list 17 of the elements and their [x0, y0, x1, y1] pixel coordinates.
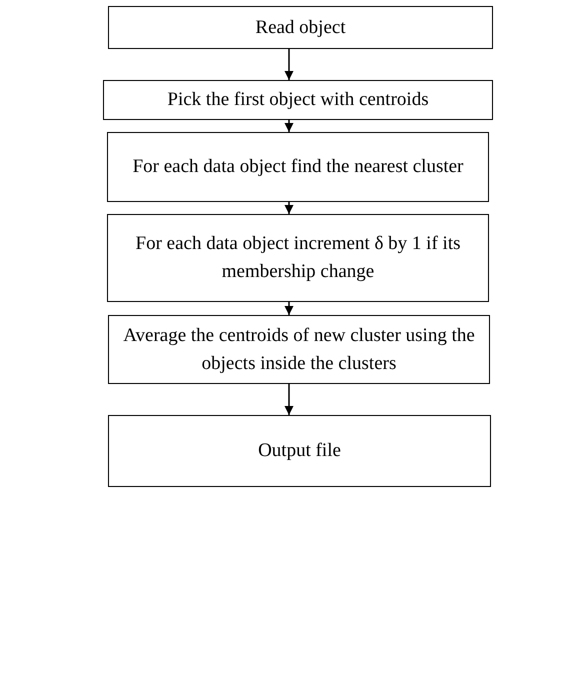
- arrow: [284, 302, 294, 315]
- box-text: Average the centroids of new cluster using the objects inside the clusters: [122, 324, 476, 376]
- box-text: For each data object increment δ by 1 if its membership change: [134, 232, 462, 284]
- arrow: [284, 384, 294, 415]
- box-text: For each data object find the nearest cluster: [132, 155, 464, 180]
- process-box: [108, 315, 490, 384]
- box-text: Output file: [258, 439, 341, 464]
- process-box: [108, 415, 491, 487]
- box-text: Read object: [255, 16, 346, 40]
- box-text: Pick the first object with centroids: [167, 88, 429, 112]
- process-box: [107, 214, 489, 302]
- arrow: [284, 202, 294, 214]
- process-box: [103, 80, 493, 120]
- arrow: [284, 49, 294, 80]
- arrow: [284, 120, 294, 132]
- process-box: [108, 6, 493, 49]
- process-box: [107, 132, 489, 202]
